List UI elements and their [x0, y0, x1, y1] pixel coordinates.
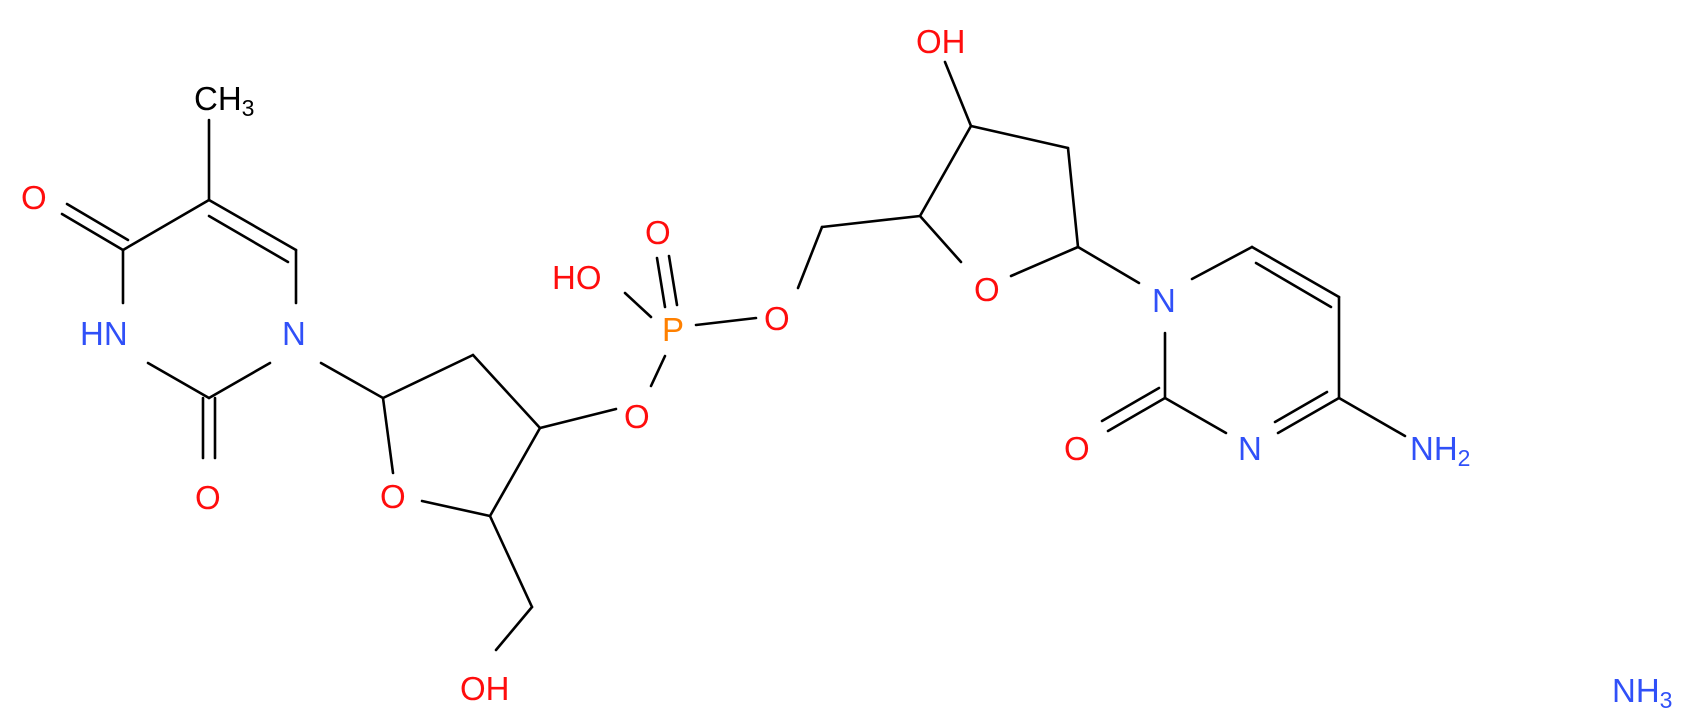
bond-c6-c5 [207, 198, 298, 252]
bond-o3-p [649, 354, 667, 388]
bond-p-o-a [655, 256, 667, 309]
thymine-o4-label: O [21, 179, 47, 216]
cytosine-nh2-label: NH2 [1410, 430, 1470, 471]
bond-o5-c5prime [796, 225, 824, 290]
bond-p-oh [623, 291, 653, 319]
bond-c1-ringo-2 [1009, 245, 1080, 278]
bond-c6-c5-cyt-inner [1254, 261, 1333, 309]
bond-c5-c4prime-2 [820, 214, 922, 229]
bond-c4-ringo [420, 499, 492, 518]
bond-c4-n3-cyt [1276, 396, 1341, 435]
cytosine-n3-label: N [1238, 430, 1262, 467]
bond-c2-c1prime-2 [1066, 146, 1080, 249]
phosphorus-label: P [662, 311, 684, 348]
bond-n1-c6-cyt [1190, 245, 1254, 281]
bond-c3-o3 [538, 407, 618, 430]
bond-n3-c2 [146, 361, 211, 400]
thymine-n3h-label: HN [80, 315, 128, 352]
ester-o5-label: O [764, 300, 790, 337]
bond-c3-c2prime-2 [969, 124, 1070, 150]
thymine-n1-label: N [282, 315, 306, 352]
phosphate-oh-label: HO [552, 259, 602, 296]
sugar1-oh-label: OH [460, 670, 510, 707]
ester-o3-label: O [624, 398, 650, 435]
sugar2-ring-o-label: O [974, 271, 1000, 308]
cytosine-o2-label: O [1064, 430, 1090, 467]
phosphate-double-o-label: O [645, 214, 671, 251]
bond-c4-o4-a [60, 212, 125, 252]
bond-c3-c4prime [488, 426, 542, 518]
bond-c3-oh-2 [943, 60, 973, 128]
bond-c2-n1 [207, 361, 272, 400]
bond-c5-o5 [494, 605, 534, 652]
bonds [60, 60, 1407, 652]
bond-c6-c5-cyt [1250, 245, 1341, 299]
bond-c1-n1-2 [1076, 245, 1141, 285]
bond-p-o-b [667, 254, 679, 307]
bond-c4-c3prime-2 [918, 124, 973, 218]
bond-p-o5prime [694, 316, 758, 327]
bond-c4-c5prime [488, 514, 534, 609]
bond-ringo-c1 [381, 396, 395, 475]
bond-c2-c3prime [471, 353, 542, 430]
bond-c1-c2prime [381, 353, 475, 400]
bond-c2-o2-cyt-b [1100, 386, 1161, 423]
bond-c2-o2-cyt-a [1106, 396, 1167, 433]
cytosine-n1-label: N [1152, 282, 1176, 319]
thymine-o2-label: O [195, 479, 221, 516]
bond-c4-nh2 [1337, 396, 1407, 438]
bond-n3-c2-cyt [1163, 396, 1228, 435]
atom-labels: CH3 O HN O N O OH O P HO O O O OH N O N … [21, 23, 1672, 713]
ammonia-label: NH3 [1612, 672, 1672, 713]
bond-c4-n3-cyt-inner [1273, 390, 1329, 424]
bond-c5-c4 [121, 198, 211, 252]
sugar1-ring-o-label: O [380, 478, 406, 515]
bond-c4-o4-b [65, 202, 130, 242]
bond-c6-c5-inner [207, 214, 290, 264]
bond-n1-c1prime [319, 361, 385, 400]
bond-ringo-c4-2 [918, 214, 963, 264]
methyl-label: CH3 [194, 80, 254, 121]
sugar2-oh-label: OH [916, 23, 966, 60]
